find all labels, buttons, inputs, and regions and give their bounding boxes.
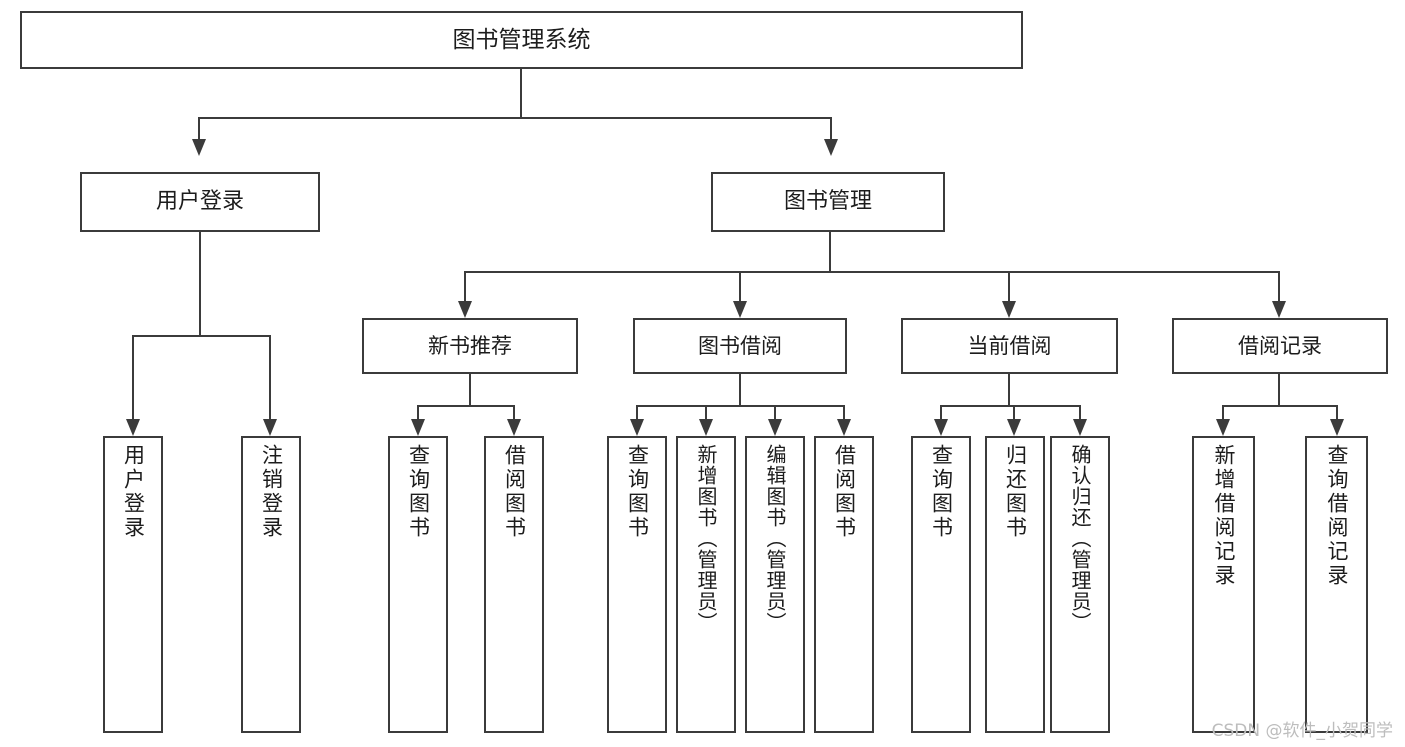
- arrowhead-bb-add-book: [699, 419, 713, 436]
- node-root-system[interactable]: 图书管理系统: [20, 11, 1023, 69]
- connector-bb-drop-4: [843, 405, 845, 419]
- connector-user-login-drop-2: [269, 335, 271, 419]
- arrowhead-bb-borrow-book: [837, 419, 851, 436]
- connector-bm-drop-4: [1278, 271, 1280, 301]
- node-label: 借阅图书: [832, 444, 857, 540]
- node-label: 编辑图书（管理员）: [763, 444, 787, 633]
- node-book-management[interactable]: 图书管理: [711, 172, 945, 232]
- connector-cb-drop-3: [1079, 405, 1081, 419]
- node-label: 新书推荐: [428, 333, 512, 358]
- arrowhead-book-borrow: [733, 301, 747, 318]
- node-label: 注销登录: [259, 444, 284, 540]
- connector-cb-bus: [940, 405, 1080, 407]
- node-user-login[interactable]: 用户登录: [80, 172, 320, 232]
- arrowhead-nbr-borrow-book: [507, 419, 521, 436]
- node-leaf-br-query-record[interactable]: 查询借阅记录: [1305, 436, 1368, 733]
- node-label: 图书管理: [783, 189, 872, 215]
- connector-bb-bus: [636, 405, 844, 407]
- arrowhead-book-management: [824, 139, 838, 156]
- node-leaf-nbr-query-book[interactable]: 查询图书: [388, 436, 448, 733]
- connector-nbr-drop-1: [417, 405, 419, 419]
- arrowhead-user-login: [192, 139, 206, 156]
- connector-bb-drop-3: [774, 405, 776, 419]
- node-leaf-user-login[interactable]: 用户登录: [103, 436, 163, 733]
- node-leaf-bb-edit-book[interactable]: 编辑图书（管理员）: [745, 436, 805, 733]
- node-label: 图书管理系统: [452, 26, 591, 53]
- arrowhead-cb-return-book: [1007, 419, 1021, 436]
- connector-user-login-bus: [132, 335, 269, 337]
- connector-nbr-drop-2: [513, 405, 515, 419]
- node-book-borrow[interactable]: 图书借阅: [633, 318, 847, 374]
- node-label: 借阅记录: [1238, 333, 1322, 358]
- connector-cb-drop-1: [940, 405, 942, 419]
- arrowhead-bb-query-book: [630, 419, 644, 436]
- arrowhead-current-borrow: [1002, 301, 1016, 318]
- node-label: 当前借阅: [967, 333, 1052, 358]
- connector-br-bus: [1222, 405, 1337, 407]
- connector-root-drop-right: [830, 117, 832, 139]
- connector-br-stem: [1278, 374, 1280, 405]
- arrowhead-nbr-query-book: [411, 419, 425, 436]
- arrowhead-leaf-user-login: [126, 419, 140, 436]
- arrowhead-bb-edit-book: [768, 419, 782, 436]
- node-label: 新增借阅记录: [1212, 444, 1236, 588]
- node-leaf-bb-query-book[interactable]: 查询图书: [607, 436, 667, 733]
- connector-bm-drop-3: [1008, 271, 1010, 301]
- connector-nbr-bus: [417, 405, 514, 407]
- node-current-borrow[interactable]: 当前借阅: [901, 318, 1118, 374]
- node-new-book-recommend[interactable]: 新书推荐: [362, 318, 578, 374]
- connector-user-login-stem: [199, 232, 201, 335]
- node-label: 用户登录: [155, 189, 244, 215]
- node-label: 查询图书: [406, 444, 431, 540]
- node-leaf-nbr-borrow-book[interactable]: 借阅图书: [484, 436, 544, 733]
- node-label: 确认归还（管理员）: [1068, 444, 1092, 633]
- node-leaf-cb-confirm-return[interactable]: 确认归还（管理员）: [1050, 436, 1110, 733]
- arrowhead-cb-query-book: [934, 419, 948, 436]
- node-label: 查询图书: [929, 444, 954, 540]
- connector-root-stem: [520, 69, 522, 117]
- node-leaf-bb-add-book[interactable]: 新增图书（管理员）: [676, 436, 736, 733]
- arrowhead-cb-confirm-return: [1073, 419, 1087, 436]
- connector-br-drop-2: [1336, 405, 1338, 419]
- arrowhead-new-book-recommend: [458, 301, 472, 318]
- connector-root-drop-left: [198, 117, 200, 139]
- node-label: 借阅图书: [502, 444, 527, 540]
- connector-book-management-bus: [464, 271, 1280, 273]
- connector-bb-drop-2: [705, 405, 707, 419]
- connector-bb-stem: [739, 374, 741, 405]
- node-label: 归还图书: [1003, 444, 1028, 540]
- connector-user-login-drop-1: [132, 335, 134, 419]
- node-label: 用户登录: [121, 444, 146, 540]
- connector-root-bus: [198, 117, 832, 119]
- connector-nbr-stem: [469, 374, 471, 405]
- connector-cb-drop-2: [1013, 405, 1015, 419]
- arrowhead-br-add-record: [1216, 419, 1230, 436]
- node-label: 图书借阅: [698, 333, 782, 358]
- connector-book-management-stem: [829, 232, 831, 271]
- node-label: 新增图书（管理员）: [694, 444, 718, 633]
- node-label: 查询图书: [625, 444, 650, 540]
- connector-br-drop-1: [1222, 405, 1224, 419]
- node-leaf-bb-borrow-book[interactable]: 借阅图书: [814, 436, 874, 733]
- arrowhead-borrow-record: [1272, 301, 1286, 318]
- connector-bm-drop-2: [739, 271, 741, 301]
- arrowhead-leaf-logout: [263, 419, 277, 436]
- node-leaf-cb-query-book[interactable]: 查询图书: [911, 436, 971, 733]
- watermark-text: CSDN @软件_小贺同学: [1211, 721, 1393, 741]
- node-leaf-cb-return-book[interactable]: 归还图书: [985, 436, 1045, 733]
- connector-bm-drop-1: [464, 271, 466, 301]
- arrowhead-br-query-record: [1330, 419, 1344, 436]
- node-borrow-record[interactable]: 借阅记录: [1172, 318, 1388, 374]
- connector-cb-stem: [1008, 374, 1010, 405]
- node-leaf-logout[interactable]: 注销登录: [241, 436, 301, 733]
- connector-bb-drop-1: [636, 405, 638, 419]
- node-label: 查询借阅记录: [1325, 444, 1349, 588]
- node-leaf-br-add-record[interactable]: 新增借阅记录: [1192, 436, 1255, 733]
